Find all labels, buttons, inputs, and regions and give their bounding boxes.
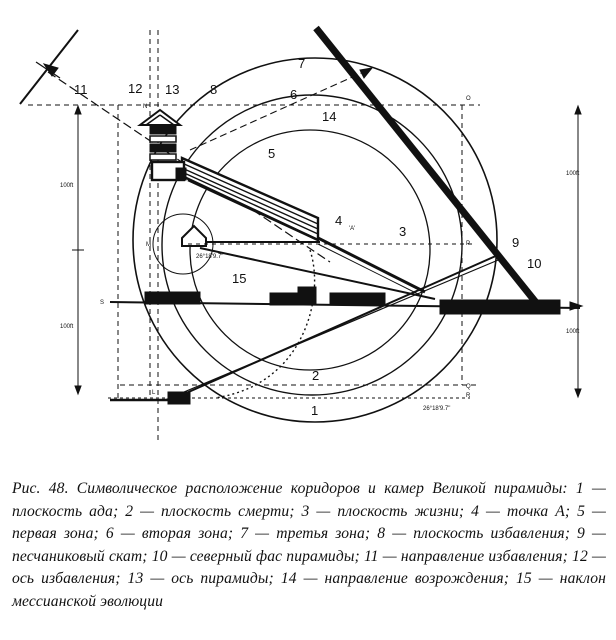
marker-r: R [466,393,471,399]
plane-of-hell [108,391,470,405]
figure-caption: Рис. 48. Символическое расположение кори… [12,480,606,610]
subterranean-curve [214,249,316,399]
upper-left-diagonal [19,29,79,105]
marker-s: S [100,300,104,306]
marker-q: Q [466,384,471,390]
label-13: 13 [165,82,179,97]
descending-passage [317,236,426,294]
label-12: 12 [128,81,142,96]
grand-gallery [180,156,320,242]
circle-third-zone [132,57,498,423]
label-10: 10 [527,256,541,271]
label-point-a: 'A' [349,226,355,232]
marker-o: O [466,96,471,102]
angle-lower-label: 26°18'9.7" [423,406,450,412]
marker-n: N [143,104,147,110]
angle-upper-label: 26°18'9.7" [196,254,223,260]
sandstone-ramp [164,254,504,401]
queens-chamber [181,224,320,247]
north-face-of-pyramid [313,25,541,308]
messianic-evolution-line [199,247,436,300]
circle-first-zone [189,129,431,371]
left-dimension [72,104,84,396]
marker-m: M [146,242,151,248]
label-1: 1 [311,403,318,418]
descending-passage-inner [317,243,423,297]
left-dim-upper-label: 100ft [60,183,74,189]
right-dim-upper-label: 100ft [566,171,580,177]
kings-chamber [137,108,187,182]
construction-lines [28,30,480,440]
label-15: 15 [232,271,246,286]
marker-l: L [152,390,156,396]
label-11: 11 [74,82,88,97]
ground-line [109,286,584,315]
label-5: 5 [268,146,275,161]
label-8: 8 [210,82,217,97]
pyramid-corridors-diagram: 100ft 100ft 100ft 100ft 26°18'9.7" 26°18… [19,25,584,440]
direction-of-rebirth [189,67,374,151]
left-dim-lower-label: 100ft [60,324,74,330]
label-7: 7 [298,56,305,71]
label-2: 2 [312,368,319,383]
label-6: 6 [290,87,297,102]
label-3: 3 [399,224,406,239]
label-9: 9 [512,235,519,250]
label-4: 4 [335,213,342,228]
right-dim-lower-label: 100ft [566,329,580,335]
right-dimension [574,104,582,399]
label-14: 14 [322,109,336,124]
marker-p: P [466,241,470,247]
